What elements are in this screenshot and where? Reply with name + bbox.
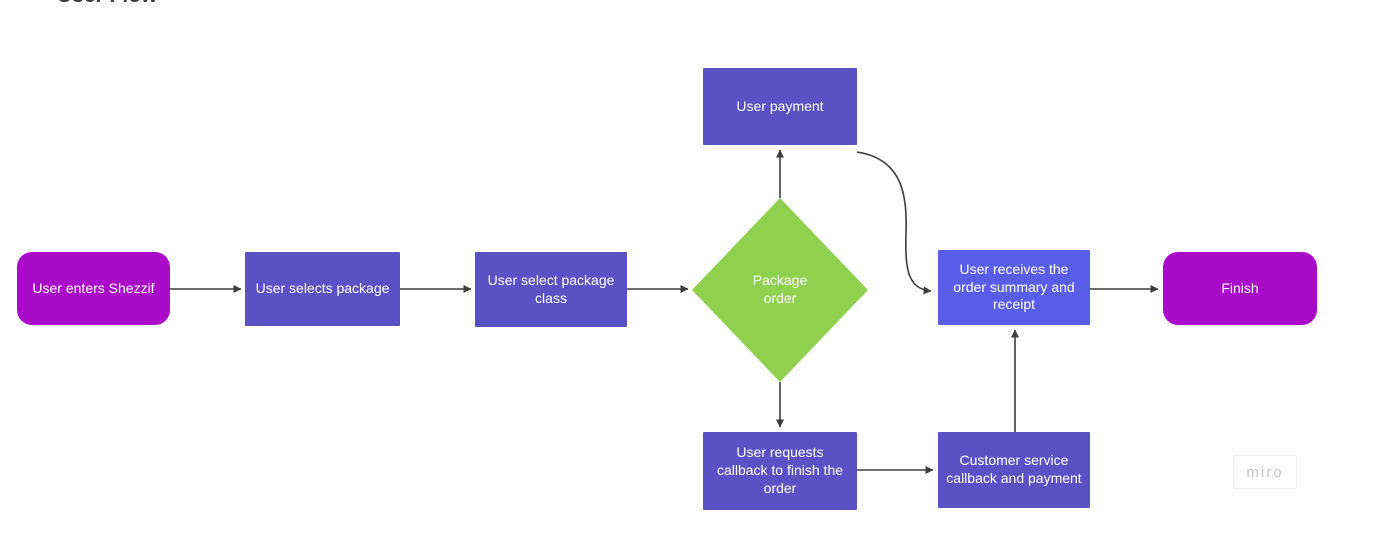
node-user-select-package-class[interactable]: User select package class bbox=[475, 252, 627, 327]
node-user-payment[interactable]: User payment bbox=[703, 68, 857, 145]
node-label: User requests callback to finish the ord… bbox=[716, 444, 844, 496]
node-label: User payment bbox=[736, 97, 824, 114]
node-label: Package order bbox=[752, 272, 808, 306]
node-label: User enters Shezzif bbox=[32, 279, 155, 296]
miro-watermark[interactable]: miro bbox=[1233, 455, 1297, 489]
node-label: User select package class bbox=[487, 271, 615, 306]
node-label: Customer service callback and payment bbox=[946, 452, 1082, 486]
node-label: User receives the order summary and rece… bbox=[953, 260, 1075, 313]
node-label: Finish bbox=[1221, 279, 1259, 296]
node-order-summary-receipt[interactable]: User receives the order summary and rece… bbox=[938, 250, 1090, 325]
node-user-enters-shezzif[interactable]: User enters Shezzif bbox=[17, 252, 170, 325]
node-customer-service-callback[interactable]: Customer service callback and payment bbox=[938, 432, 1090, 508]
node-label: User selects package bbox=[255, 280, 390, 297]
node-user-requests-callback[interactable]: User requests callback to finish the ord… bbox=[703, 432, 857, 510]
page-title: User Flow bbox=[57, 0, 157, 8]
node-finish[interactable]: Finish bbox=[1163, 252, 1317, 325]
node-package-order-decision[interactable]: Package order bbox=[692, 198, 868, 382]
miro-watermark-label: miro bbox=[1246, 463, 1284, 481]
node-user-selects-package[interactable]: User selects package bbox=[245, 252, 400, 326]
edge-payment-to-order-summary bbox=[856, 151, 932, 295]
